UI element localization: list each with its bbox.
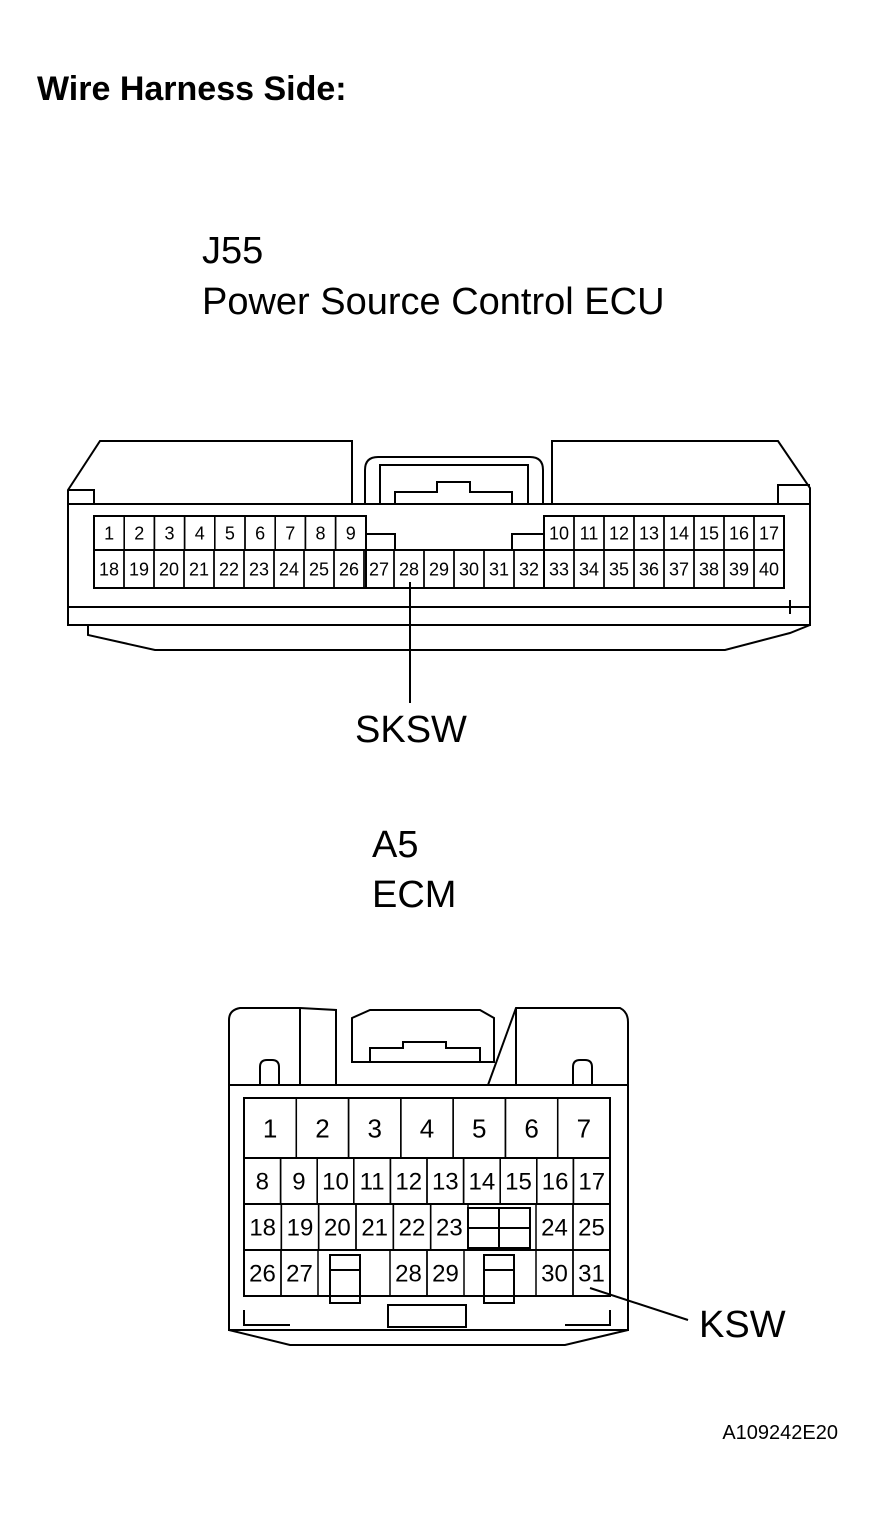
a5-pin-4: 4: [420, 1113, 434, 1143]
j55-pin-28: 28: [399, 559, 419, 579]
j55-pin-11: 11: [580, 523, 599, 543]
a5-pin-27-cell: [280, 1249, 319, 1297]
a5-pin-3: 3: [367, 1113, 381, 1143]
a5-pin-22: 22: [399, 1215, 426, 1242]
a5-pin-1: 1: [263, 1113, 277, 1143]
j55-pin-6: 6: [255, 523, 265, 543]
ksw-callout: KSW: [699, 1304, 786, 1346]
j55-pin-40-cell: [753, 549, 785, 589]
j55-pin-34: 34: [579, 559, 599, 579]
page-title: Wire Harness Side:: [37, 70, 347, 108]
a5-pin-19: 19: [287, 1215, 314, 1242]
a5-pin-10: 10: [322, 1169, 349, 1196]
j55-pin-19: 19: [129, 559, 149, 579]
a5-pin-6: 6: [524, 1113, 538, 1143]
j55-pin-15: 15: [699, 523, 719, 543]
j55-pin-35: 35: [609, 559, 629, 579]
a5-pin-2: 2: [315, 1113, 329, 1143]
j55-pin-30: 30: [459, 559, 479, 579]
a5-pin-27: 27: [286, 1261, 313, 1288]
j55-pin-3: 3: [164, 523, 174, 543]
j55-housing-bottom: [68, 624, 811, 651]
a5-pin-14: 14: [469, 1169, 496, 1196]
a5-pin-26: 26: [249, 1261, 276, 1288]
j55-connector-name: Power Source Control ECU: [202, 281, 665, 323]
j55-pin-20: 20: [159, 559, 179, 579]
a5-pin-15: 15: [505, 1169, 532, 1196]
j55-pin-18: 18: [99, 559, 119, 579]
a5-pin-23: 23: [436, 1215, 463, 1242]
j55-pin-37: 37: [669, 559, 689, 579]
j55-pin-21: 21: [189, 559, 209, 579]
ksw-leader-line: [589, 1287, 689, 1321]
a5-housing-bottom: [228, 1329, 629, 1346]
a5-pin-11: 11: [360, 1169, 385, 1196]
j55-pin-23: 23: [249, 559, 269, 579]
a5-pin-18: 18: [249, 1215, 276, 1242]
j55-pin-10: 10: [549, 523, 569, 543]
a5-pin-7: 7: [577, 1113, 591, 1143]
j55-pin-16: 16: [729, 523, 749, 543]
j55-pin-26: 26: [339, 559, 359, 579]
a5-pin-16: 16: [542, 1169, 569, 1196]
a5-pin-31: 31: [578, 1261, 605, 1288]
j55-pin-17: 17: [759, 523, 779, 543]
j55-pin-36: 36: [639, 559, 659, 579]
a5-pin-21: 21: [361, 1215, 388, 1242]
a5-pin-12: 12: [395, 1169, 422, 1196]
j55-pin-32: 32: [519, 559, 539, 579]
figure-code: A109242E20: [722, 1422, 838, 1444]
j55-pin-9: 9: [346, 523, 356, 543]
j55-pin-27: 27: [369, 559, 389, 579]
j55-pin-24: 24: [279, 559, 299, 579]
j55-pin-8: 8: [315, 523, 325, 543]
a5-pin-29-cell: [426, 1249, 465, 1297]
j55-pin-5: 5: [225, 523, 235, 543]
j55-pin-22: 22: [219, 559, 239, 579]
a5-pin-20: 20: [324, 1215, 351, 1242]
a5-pin-13: 13: [432, 1169, 459, 1196]
j55-pin-39: 39: [729, 559, 749, 579]
j55-pin-4: 4: [195, 523, 205, 543]
a5-latch: [351, 1009, 495, 1063]
j55-pin-12: 12: [609, 523, 629, 543]
sksw-callout: SKSW: [355, 709, 467, 751]
j55-pin-31: 31: [489, 559, 509, 579]
a5-pin-28: 28: [395, 1261, 422, 1288]
a5-connector-code: A5: [372, 824, 419, 866]
a5-pin-29: 29: [432, 1261, 459, 1288]
j55-pin-40: 40: [759, 559, 779, 579]
j55-latch: [364, 456, 544, 504]
a5-pin-17: 17: [578, 1169, 605, 1196]
a5-pin-24: 24: [541, 1215, 568, 1242]
j55-pin-2: 2: [134, 523, 144, 543]
a5-pin-30: 30: [541, 1261, 568, 1288]
j55-connector-code: J55: [202, 230, 264, 272]
a5-pin-31-cell: [572, 1249, 611, 1297]
a5-pin-25: 25: [578, 1215, 605, 1242]
j55-pin-25: 25: [309, 559, 329, 579]
j55-pin-33: 33: [549, 559, 569, 579]
j55-pin-13: 13: [639, 523, 659, 543]
j55-pin-7: 7: [285, 523, 295, 543]
j55-pin-1: 1: [104, 523, 114, 543]
a5-pin-5: 5: [472, 1113, 486, 1143]
j55-pin-38: 38: [699, 559, 719, 579]
a5-pin-8: 8: [256, 1169, 269, 1196]
j55-pin-29: 29: [429, 559, 449, 579]
j55-pin-14: 14: [669, 523, 689, 543]
a5-pin-9: 9: [292, 1169, 305, 1196]
a5-connector-name: ECM: [372, 874, 457, 916]
